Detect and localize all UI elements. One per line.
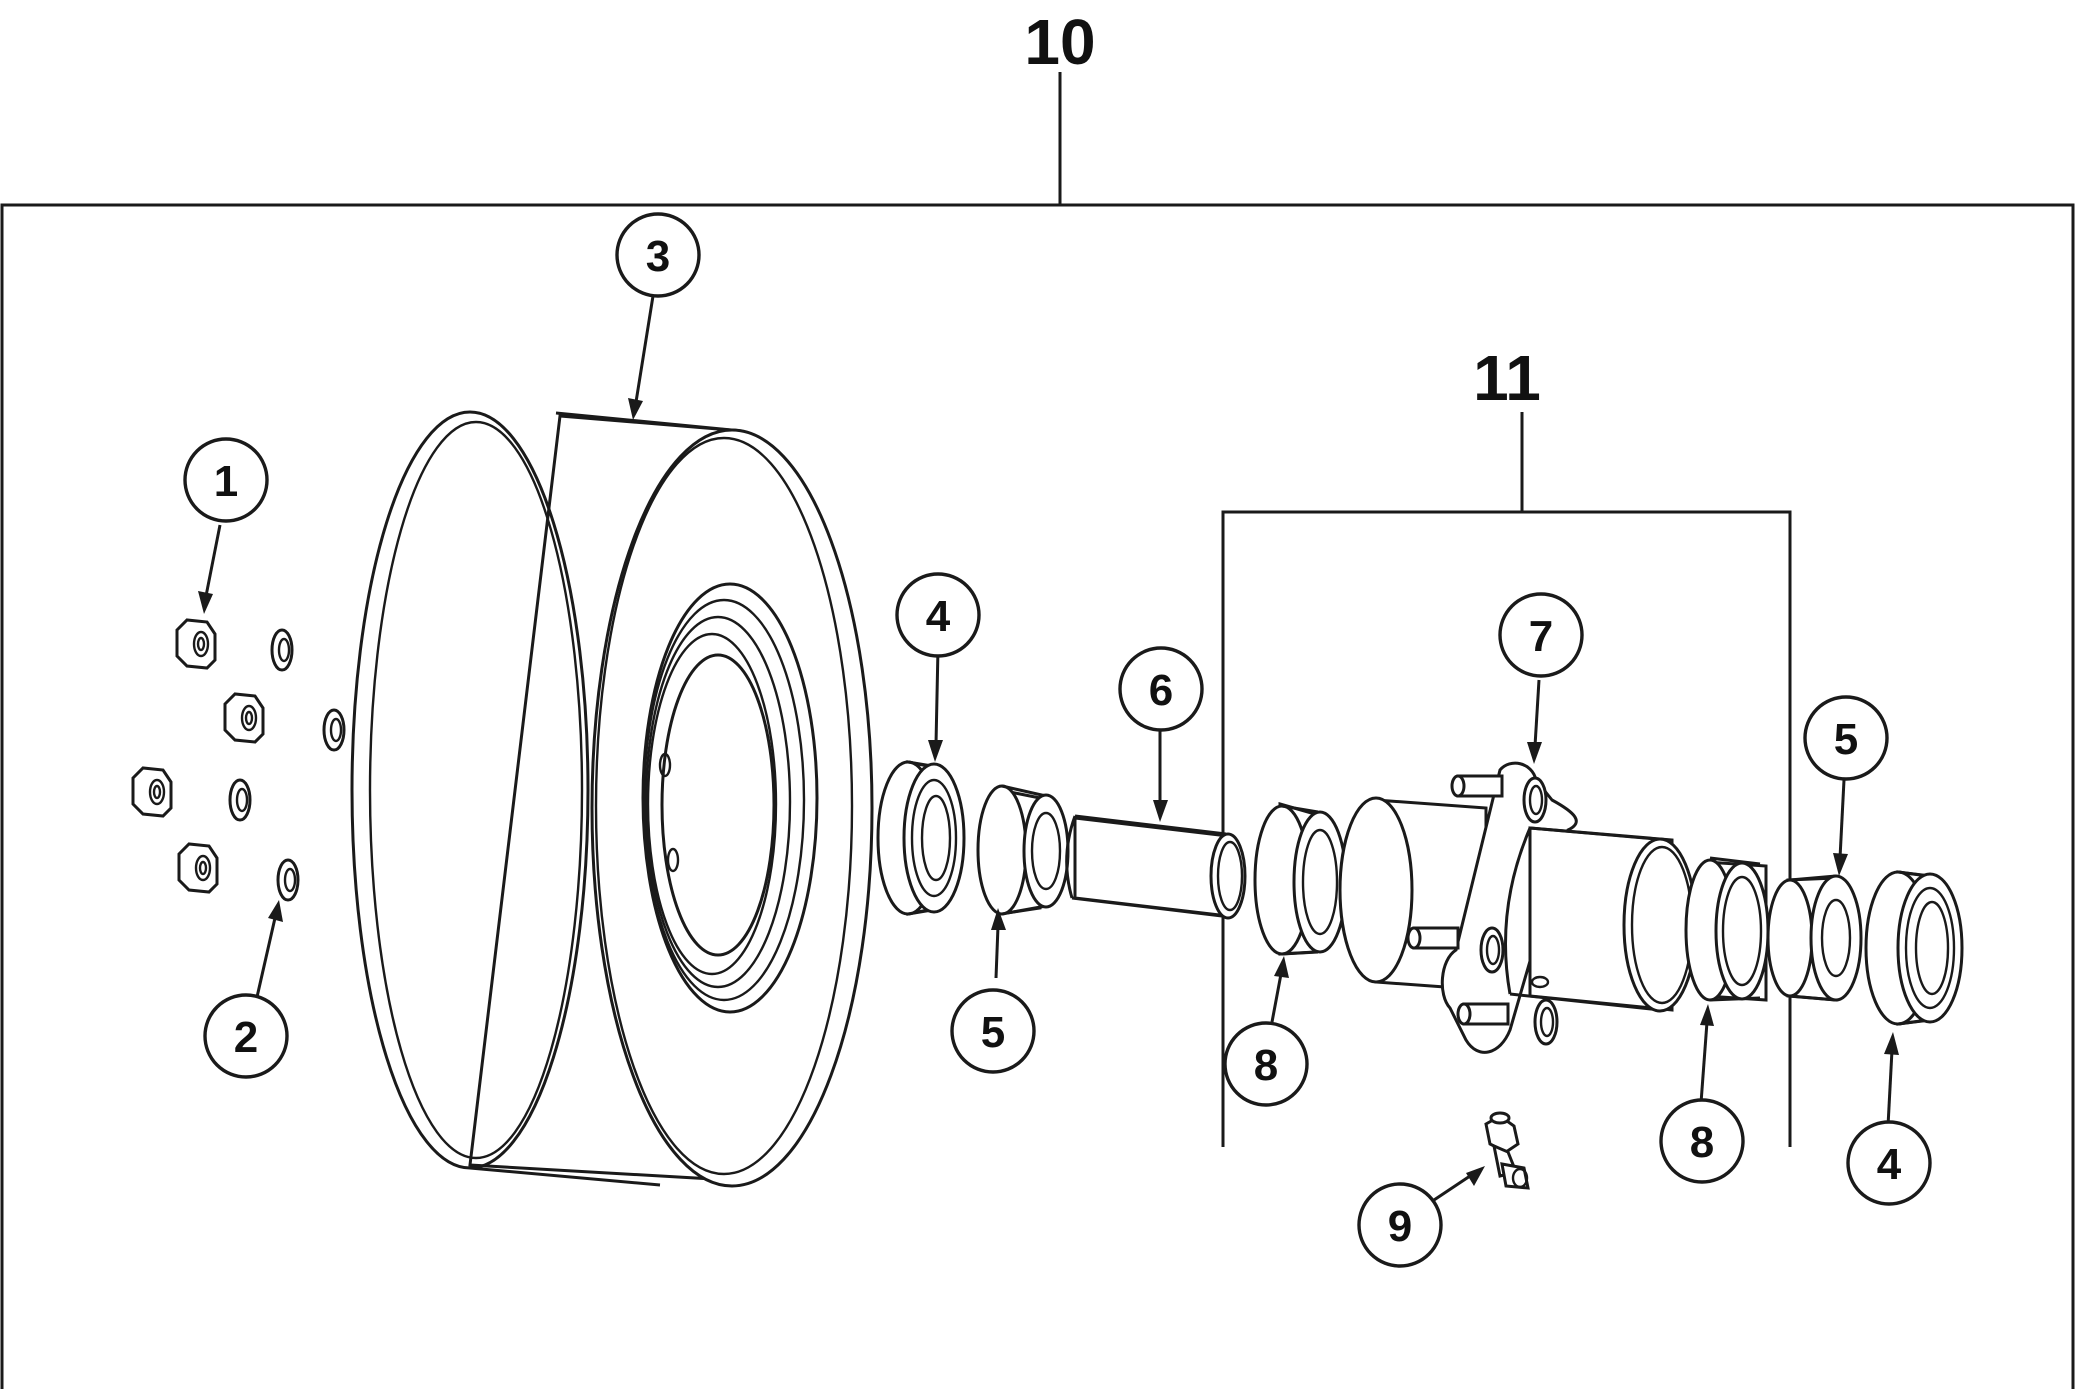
bearing-left [976,784,1070,916]
bearing-cup-right [1684,856,1770,1002]
washers [228,628,346,902]
leader-2 [255,900,283,998]
hub [1338,761,1698,1054]
callout-8-left: 8 [1223,1021,1309,1107]
callout-6: 6 [1118,646,1204,732]
wheel-stud [1406,926,1460,950]
callout-7: 7 [1498,592,1584,678]
assembly-10-label: 10 [1024,6,1095,78]
callout-6-number: 6 [1149,666,1173,715]
bearing-cup-left [1253,802,1348,956]
callout-9-number: 9 [1388,1202,1412,1251]
washer [228,778,252,822]
seal-right [1864,870,1964,1026]
callout-8-right: 8 [1659,1098,1745,1184]
lug-nuts [131,618,265,894]
wheel-stud [1456,1002,1510,1026]
callout-8-right-number: 8 [1690,1118,1714,1167]
callout-5-right-number: 5 [1834,715,1858,764]
leader-9 [1433,1166,1485,1202]
lug-nut [223,692,265,744]
assembly-11-label: 11 [1473,342,1541,414]
callout-4-left-number: 4 [926,592,951,641]
grease-fitting [1484,1111,1530,1190]
callout-5-right: 5 [1803,695,1889,781]
leader-3 [628,295,655,420]
callout-3-number: 3 [646,232,670,281]
bearing-right [1766,874,1863,1002]
callout-1: 1 [183,437,269,523]
callout-8-left-number: 8 [1254,1041,1278,1090]
leader-4-right [1884,1032,1899,1127]
callout-4-left: 4 [895,572,981,658]
tire [350,410,874,1188]
washer [276,858,300,902]
leader-1 [198,524,222,614]
leader-8-right [1699,1004,1714,1104]
leader-8-left [1270,956,1289,1023]
washer [322,708,346,752]
leader-6 [1153,726,1168,822]
leader-4-left [928,647,943,762]
lug-nut [177,842,219,894]
leader-5-left [991,908,1006,979]
leader-lines [198,295,1899,1202]
callout-5-left: 5 [950,988,1036,1074]
callout-9: 9 [1357,1182,1443,1268]
wheel-stud [1450,774,1504,798]
lug-nut [175,618,217,670]
callout-4-right-number: 4 [1877,1140,1902,1189]
lug-nut [131,766,173,818]
assembly-11-bracket: 11 [1221,342,1792,1147]
washer [270,628,294,672]
callout-4-right: 4 [1846,1120,1932,1206]
callout-7-number: 7 [1529,612,1553,661]
leader-7 [1527,679,1542,764]
callout-3: 3 [615,212,701,298]
callout-5-left-number: 5 [981,1008,1005,1057]
callout-2: 2 [203,993,289,1079]
leader-5-right [1833,779,1848,876]
spacer-tube [1065,814,1247,920]
callout-1-number: 1 [214,457,238,506]
seal-left [876,760,966,916]
callout-2-number: 2 [234,1013,258,1062]
assembly-10-frame: 10 [0,6,2075,1389]
